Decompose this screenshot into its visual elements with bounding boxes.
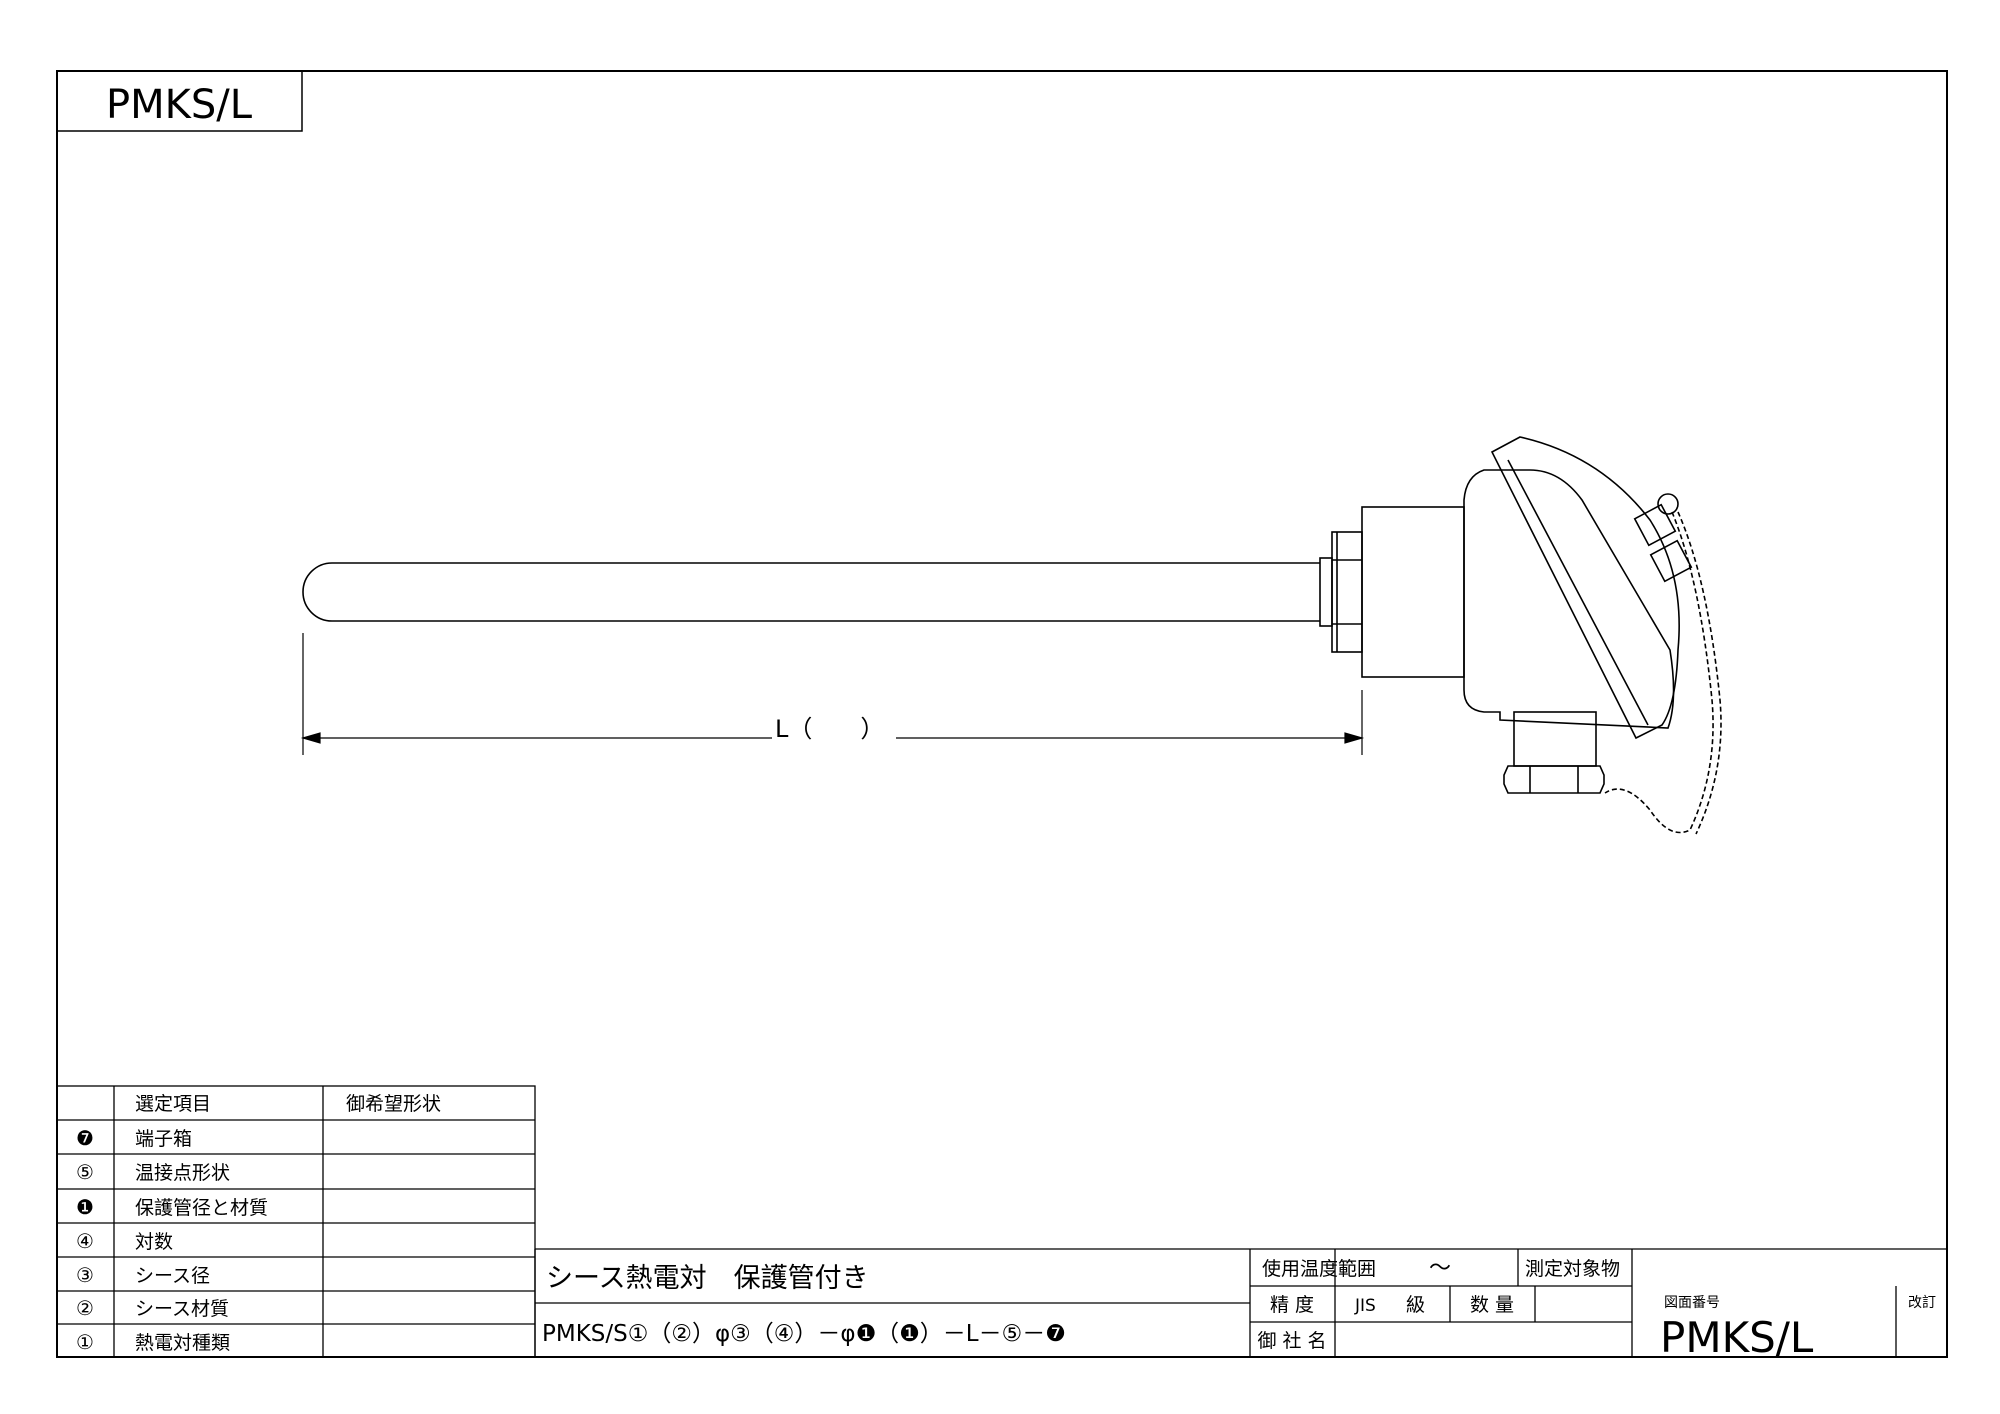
table-row-item: 対数 [135,1231,173,1253]
tube-collar [1319,557,1333,627]
cover-screw-boss [1633,503,1677,547]
model-code: PMKS/S①（②）φ③（④）－φ❶（❶）－L－⑤－❼ [542,1321,1066,1347]
drawing-no: PMKS/L [1660,1313,1814,1362]
selection-table-text: 選定項目 御希望形状 ❼ 端子箱 ⑤ 温接点形状 ❶ 保護管径と材質 ④ 対数 … [76,1093,441,1354]
hex-nut [1331,531,1363,653]
drawing-no-label: 図面番号 [1664,1295,1720,1311]
temp-range-label: 使用温度範囲 [1262,1258,1376,1280]
table-row-mark: ⑤ [76,1160,94,1184]
table-row-mark: ③ [76,1263,94,1287]
sheet-border [56,70,1948,1358]
accuracy-label: 精 度 [1270,1294,1314,1316]
cover-screw-boss-2 [1649,539,1693,583]
company-label: 御 社 名 [1257,1330,1326,1352]
head-fitting [1361,506,1465,678]
cable-gland [1503,711,1605,794]
accuracy-value-prefix: JIS [1354,1296,1376,1316]
table-row-mark: ❼ [76,1126,94,1150]
protection-tube [302,562,1320,622]
table-row-mark: ④ [76,1229,94,1253]
terminal-head-body [1463,469,1675,729]
table-row-mark: ❶ [76,1195,94,1219]
measured-object-label: 測定対象物 [1525,1258,1620,1280]
quantity-label: 数 量 [1470,1294,1514,1316]
table-header-value: 御希望形状 [346,1093,441,1115]
table-row-item: シース材質 [135,1298,229,1320]
table-row-item: 熱電対種類 [135,1332,230,1354]
thermocouple-drawing [302,436,1722,835]
temp-range-value: ～ [1429,1256,1451,1281]
dimension-l-label: L（ ） [775,715,884,743]
terminal-head-cover [1490,436,1680,740]
table-row-mark: ① [76,1330,94,1354]
title-box: PMKS/L [56,70,303,132]
dimension-label-bg [772,712,896,746]
table-header-item: 選定項目 [135,1093,211,1115]
cover-inner-edge [1507,459,1649,726]
title-box-code: PMKS/L [106,82,253,128]
product-name: シース熱電対 保護管付き [546,1263,869,1294]
selection-table [56,1085,536,1358]
chain-screw [1657,493,1679,515]
accuracy-value-suffix: 級 [1406,1294,1425,1316]
table-row-item: 端子箱 [135,1128,192,1150]
table-row-item: 保護管径と材質 [135,1197,268,1219]
title-block [534,1248,1947,1357]
cover-chain [1604,511,1714,834]
title-block-text: シース熱電対 保護管付き PMKS/S①（②）φ③（④）－φ❶（❶）－L－⑤－❼… [542,1256,1936,1362]
table-row-item: 温接点形状 [135,1162,230,1184]
revision-label: 改訂 [1908,1295,1936,1311]
table-row-item: シース径 [135,1265,210,1287]
table-row-mark: ② [76,1296,94,1320]
cover-chain-2 [1677,511,1722,835]
